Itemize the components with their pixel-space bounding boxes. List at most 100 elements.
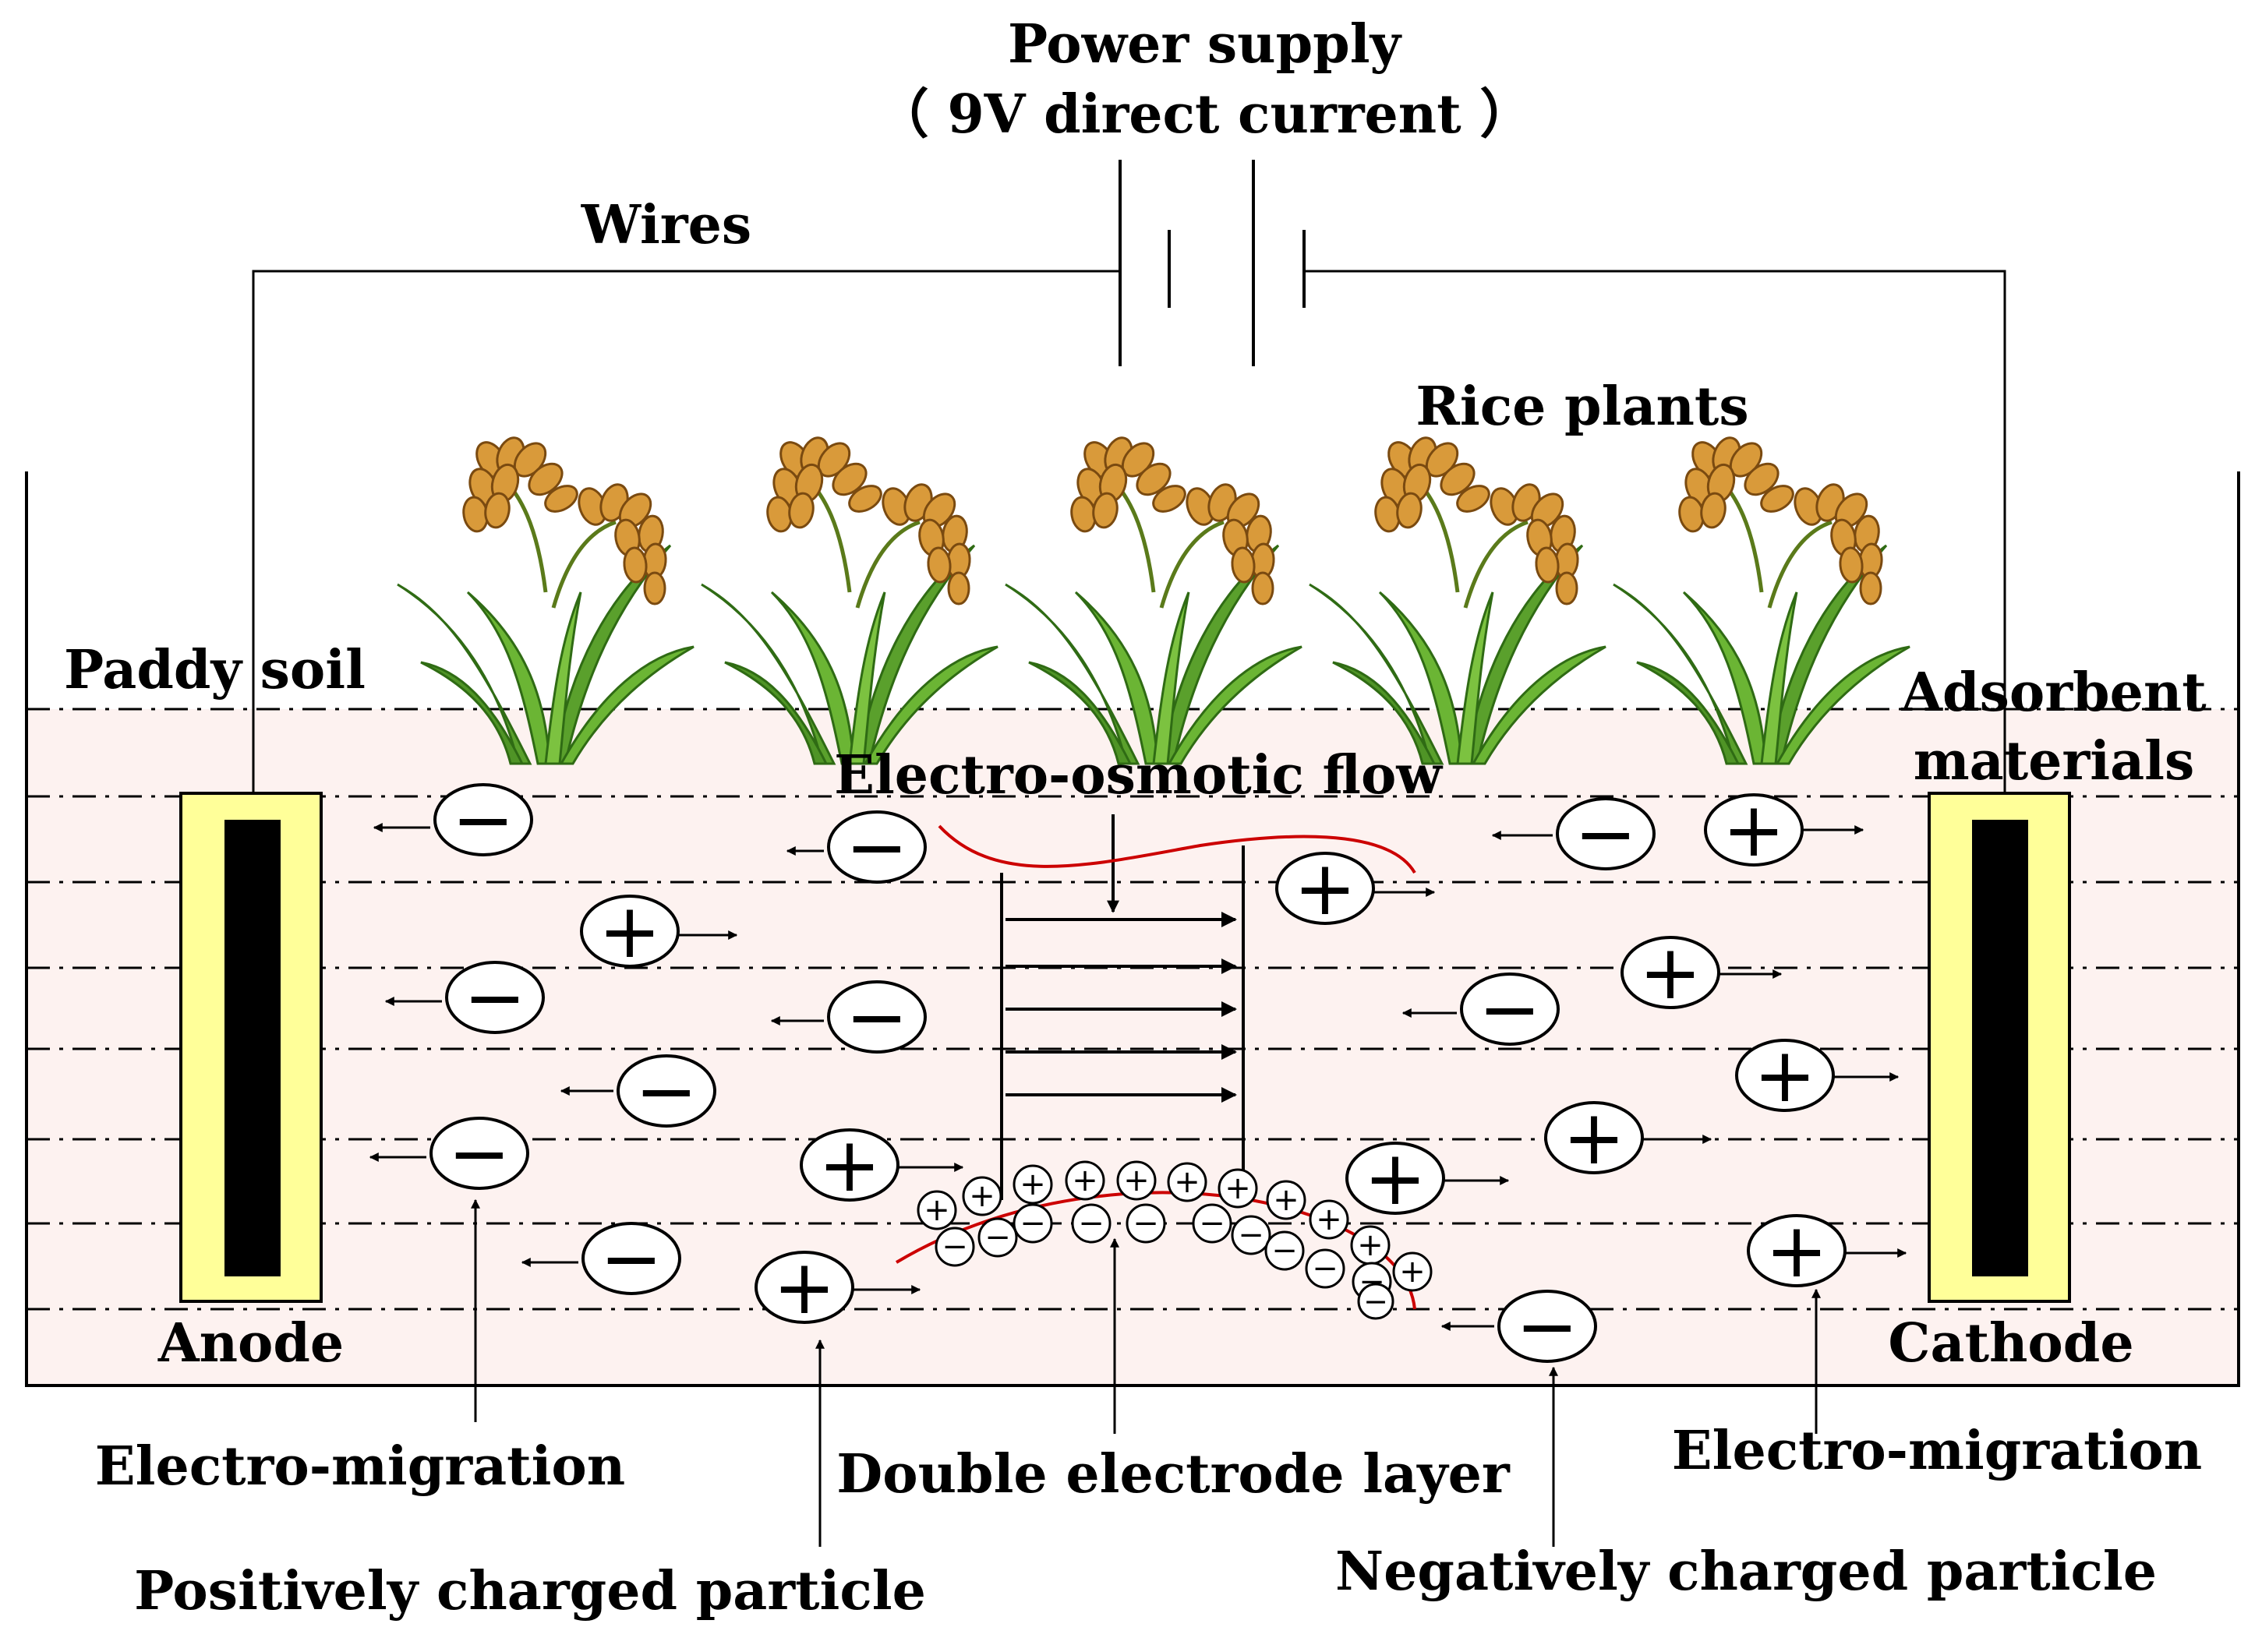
dl-positive: + bbox=[1309, 1199, 1349, 1240]
cathode-label: Cathode bbox=[1888, 1312, 2133, 1375]
negative-symbol: − bbox=[1199, 1205, 1225, 1241]
positive-particle: + bbox=[755, 1244, 921, 1331]
negative-particle: − bbox=[369, 1110, 529, 1197]
wires-label: Wires bbox=[581, 194, 751, 256]
electro-osmotic-flow-profile bbox=[1000, 814, 1245, 1200]
negative-symbol: − bbox=[1575, 790, 1637, 877]
dl-negative: − bbox=[977, 1217, 1018, 1258]
adsorbent-label-line2: materials bbox=[1914, 730, 2195, 792]
negative-symbol: − bbox=[452, 776, 514, 863]
positive-particle: + bbox=[800, 1121, 964, 1209]
dl-negative: − bbox=[1126, 1203, 1166, 1244]
negative-symbol: − bbox=[1271, 1233, 1298, 1269]
positive-symbol: + bbox=[1723, 786, 1785, 874]
positive-symbol: + bbox=[1364, 1135, 1426, 1222]
dl-negative: − bbox=[1231, 1215, 1271, 1255]
electro-migration-right-label: Electro-migration bbox=[1672, 1420, 2202, 1482]
anode-label: Anode bbox=[157, 1312, 344, 1375]
positive-symbol: + bbox=[1639, 929, 1702, 1016]
dl-positive: + bbox=[1167, 1162, 1207, 1202]
positive-symbol: + bbox=[1174, 1164, 1200, 1200]
positive-symbol: + bbox=[1316, 1202, 1342, 1237]
negative-particle: − bbox=[521, 1215, 681, 1302]
flow-curve-top bbox=[938, 824, 1416, 874]
paddy-soil-label: Paddy soil bbox=[64, 639, 366, 701]
negative-symbol: − bbox=[942, 1229, 968, 1265]
dl-negative: − bbox=[1013, 1203, 1053, 1244]
positive-particle: + bbox=[1735, 1032, 1900, 1119]
dl-positive: + bbox=[1116, 1160, 1157, 1201]
positive-particle: + bbox=[1544, 1094, 1712, 1181]
wire-left bbox=[252, 270, 1120, 793]
dl-positive: + bbox=[1350, 1225, 1391, 1265]
negative-particle: − bbox=[560, 1047, 716, 1135]
positive-symbol: + bbox=[1273, 1182, 1299, 1218]
double-layer-particles: + + + + + + + + + + + − − − − − − − − − … bbox=[917, 1160, 1433, 1320]
positive-symbol: + bbox=[599, 888, 661, 975]
dl-positive: + bbox=[917, 1190, 957, 1230]
negative-symbol: − bbox=[600, 1215, 663, 1302]
electro-migration-left-label: Electro-migration bbox=[95, 1435, 625, 1498]
positive-symbol: + bbox=[773, 1244, 836, 1331]
positive-particle: + bbox=[1621, 929, 1783, 1016]
negative-symbol: − bbox=[1133, 1205, 1159, 1241]
negative-particle: − bbox=[786, 803, 927, 891]
power-spec-label: （ 9V direct current ） bbox=[876, 83, 1533, 146]
positive-symbol: + bbox=[818, 1121, 881, 1209]
negative-symbol: − bbox=[1516, 1283, 1578, 1370]
negative-particle: − bbox=[1491, 790, 1656, 877]
power-supply-label: Power supply bbox=[1008, 13, 1403, 76]
positive-symbol: + bbox=[1020, 1167, 1046, 1202]
positive-symbol: + bbox=[1765, 1207, 1828, 1294]
positive-particle: + bbox=[1345, 1135, 1510, 1222]
positive-symbol: + bbox=[1123, 1163, 1150, 1198]
positive-symbol: + bbox=[1357, 1227, 1384, 1263]
wire-right bbox=[1304, 270, 2006, 793]
negative-particle: − bbox=[770, 973, 927, 1061]
positive-symbol: + bbox=[1225, 1170, 1251, 1206]
negative-particle: − bbox=[384, 954, 545, 1041]
negative-symbol: − bbox=[1238, 1217, 1264, 1253]
negative-symbol: − bbox=[1479, 965, 1541, 1053]
positive-symbol: + bbox=[1399, 1254, 1426, 1290]
negative-particle: − bbox=[373, 776, 533, 863]
battery-symbol bbox=[1119, 160, 1306, 366]
positive-symbol: + bbox=[1754, 1032, 1816, 1119]
positive-symbol: + bbox=[1072, 1163, 1098, 1198]
anode-electrode bbox=[179, 792, 323, 1303]
container-outline bbox=[25, 471, 2240, 1387]
negative-symbol: − bbox=[635, 1047, 698, 1135]
electro-osmotic-flow-label: Electro-osmotic flow bbox=[834, 744, 1443, 807]
rice-plants-label: Rice plants bbox=[1416, 376, 1748, 438]
dl-negative: − bbox=[1305, 1248, 1345, 1289]
negative-symbol: − bbox=[984, 1220, 1011, 1255]
positive-symbol: + bbox=[969, 1178, 995, 1214]
negative-particle: − bbox=[1401, 965, 1560, 1053]
positive-symbol: + bbox=[924, 1192, 950, 1228]
positive-particle: + bbox=[580, 888, 738, 975]
negative-symbol: − bbox=[1020, 1205, 1046, 1241]
negative-particle: − bbox=[1440, 1283, 1597, 1370]
adsorbent-label-line1: Adsorbent bbox=[1900, 662, 2207, 724]
positive-particle-label: Positively charged particle bbox=[134, 1560, 926, 1622]
positive-particle: + bbox=[1704, 786, 1864, 874]
positive-particle: + bbox=[1275, 845, 1436, 932]
dl-negative: − bbox=[1192, 1203, 1232, 1244]
dl-negative: − bbox=[935, 1227, 975, 1267]
dl-positive: + bbox=[1013, 1164, 1053, 1205]
positive-symbol: + bbox=[1563, 1094, 1625, 1181]
negative-symbol: − bbox=[1312, 1251, 1338, 1287]
cathode-electrode bbox=[1928, 792, 2071, 1303]
dl-positive: + bbox=[1392, 1251, 1433, 1292]
negative-symbol: − bbox=[1363, 1284, 1388, 1318]
negative-symbol: − bbox=[464, 954, 526, 1041]
negative-symbol: − bbox=[448, 1110, 511, 1197]
dl-positive: + bbox=[1065, 1160, 1105, 1201]
dl-positive: + bbox=[1218, 1168, 1258, 1209]
positive-particle: + bbox=[1747, 1207, 1907, 1294]
double-electrode-layer-label: Double electrode layer bbox=[836, 1443, 1511, 1506]
charged-particles: − − − − − − − − − − + + + + + + + + + + bbox=[369, 776, 1907, 1370]
positive-symbol: + bbox=[1294, 845, 1356, 932]
paddy-soil-region bbox=[27, 709, 2239, 1385]
